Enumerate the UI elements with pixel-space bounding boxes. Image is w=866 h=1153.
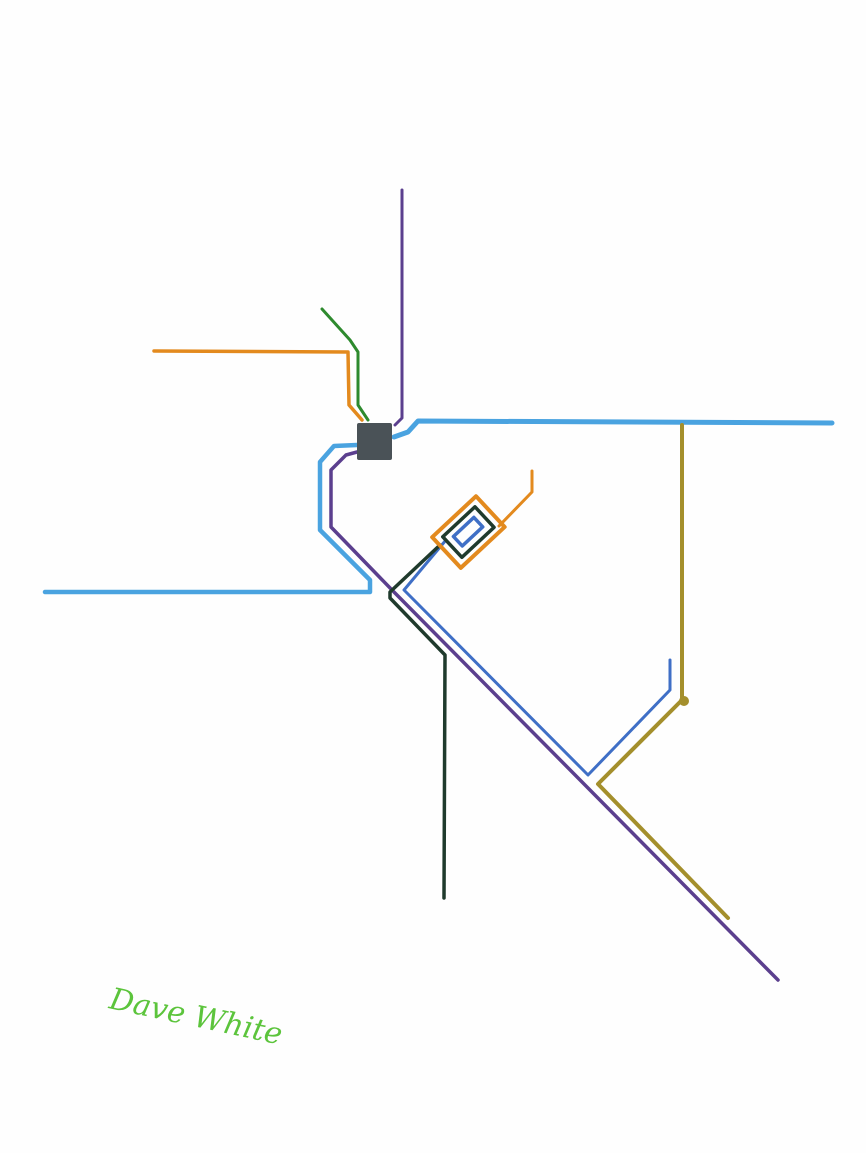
dark-green-line (388, 543, 447, 900)
orange-line (152, 349, 364, 422)
blue-loop (451, 515, 485, 548)
blue-line (402, 538, 672, 777)
hub-station (357, 423, 392, 460)
olive-junction-dot (679, 696, 689, 706)
artist-signature: Dave White (105, 981, 285, 1052)
olive-line (596, 423, 730, 920)
purple-line-south (329, 450, 780, 982)
light-blue-line-west (42, 442, 373, 595)
light-blue-line (391, 418, 835, 440)
dark-green-loop (441, 505, 496, 560)
orange-loop (430, 494, 507, 570)
spiral-loop (430, 494, 507, 570)
orange-spur (497, 469, 534, 528)
green-line (320, 307, 370, 422)
purple-line (393, 188, 404, 427)
